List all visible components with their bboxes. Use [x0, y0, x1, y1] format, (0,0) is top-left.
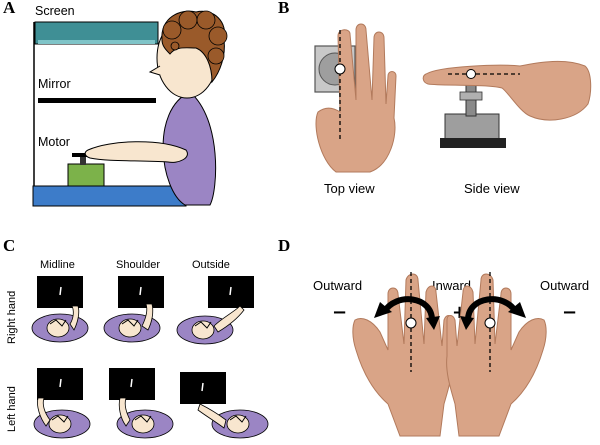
panel-b: B Top view Side view — [278, 0, 592, 196]
arm — [213, 305, 245, 333]
arrow-right-hand — [460, 296, 526, 330]
hand-top-view — [315, 23, 397, 173]
panel-c: C Midline Shoulder Outside Right hand Le… — [3, 236, 269, 439]
arrow-left-hand — [374, 296, 440, 330]
screen-edge — [38, 40, 155, 44]
motor-label: Motor — [38, 135, 70, 149]
side-view-label: Side view — [464, 181, 520, 196]
motor-shaft — [80, 156, 86, 165]
column-label-shoulder: Shoulder — [116, 259, 160, 271]
row-label-right-hand: Right hand — [6, 291, 18, 344]
trial-right-midline — [31, 276, 89, 343]
panel-a: A Screen Mirror Motor — [3, 0, 228, 207]
pivot-right-hand — [484, 317, 496, 329]
label-inward: Inward — [432, 278, 471, 293]
panel-d: D Outward Inward Outward − + − — [278, 236, 589, 437]
motor — [67, 163, 105, 187]
arm — [69, 305, 80, 331]
column-label-outside: Outside — [192, 259, 230, 271]
person-nose — [148, 65, 161, 76]
row-label-left-hand: Left hand — [6, 386, 18, 432]
arm — [197, 403, 227, 429]
top-view-label: Top view — [324, 181, 375, 196]
arm — [37, 397, 51, 427]
pivot-left-hand — [405, 317, 417, 329]
arm — [118, 397, 131, 427]
mirror — [38, 98, 156, 103]
person-body — [162, 91, 217, 206]
hand-left — [352, 273, 453, 437]
trial-right-outside — [176, 276, 254, 345]
screen-label: Screen — [35, 4, 75, 18]
panel-b-letter: B — [278, 0, 289, 17]
person-arm — [84, 141, 188, 163]
label-outward-right: Outward — [540, 278, 589, 293]
pivot-side-view — [466, 69, 476, 79]
hand-side-view — [422, 60, 592, 121]
trial-left-outside — [180, 372, 269, 439]
table — [32, 185, 187, 207]
mirror-label: Mirror — [38, 77, 71, 91]
sign-minus-left: − — [332, 302, 347, 323]
trial-left-midline — [33, 368, 91, 439]
pivot-top-view — [334, 63, 346, 75]
arm — [141, 303, 154, 331]
panel-d-letter: D — [278, 236, 290, 255]
panel-c-letter: C — [3, 236, 15, 255]
trial-right-shoulder — [103, 276, 164, 343]
trial-left-shoulder — [109, 368, 174, 439]
sign-minus-right: − — [562, 302, 577, 323]
column-label-midline: Midline — [40, 259, 75, 271]
motor-side-base — [440, 138, 506, 148]
motor-plate — [72, 153, 94, 157]
label-outward-left: Outward — [313, 278, 362, 293]
panel-a-letter: A — [3, 0, 16, 17]
